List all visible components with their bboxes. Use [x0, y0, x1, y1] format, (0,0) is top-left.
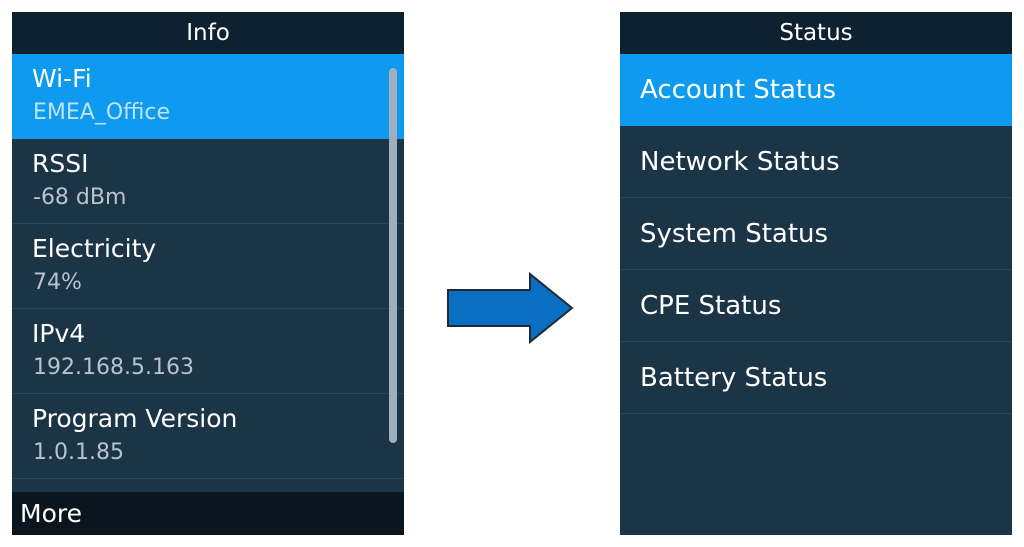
status-item-network[interactable]: Network Status [620, 126, 1012, 198]
softkey-bar: More [12, 492, 404, 535]
info-list: Wi-Fi EMEA_Office RSSI -68 dBm Electrici… [12, 54, 404, 479]
status-item-system[interactable]: System Status [620, 198, 1012, 270]
info-item-wifi[interactable]: Wi-Fi EMEA_Office [12, 54, 404, 139]
info-item-value: EMEA_Office [33, 100, 171, 125]
info-item-rssi[interactable]: RSSI -68 dBm [12, 139, 404, 224]
status-item-label: CPE Status [640, 291, 782, 321]
info-item-program-version[interactable]: Program Version 1.0.1.85 [12, 394, 404, 479]
info-item-value: 1.0.1.85 [33, 440, 124, 465]
status-item-label: Battery Status [640, 363, 828, 393]
info-item-label: Program Version [32, 404, 238, 433]
info-screen: Info Wi-Fi EMEA_Office RSSI -68 dBm Elec… [12, 12, 404, 535]
status-item-label: System Status [640, 219, 829, 249]
status-screen: Status Account Status Network Status Sys… [620, 12, 1012, 535]
info-item-electricity[interactable]: Electricity 74% [12, 224, 404, 309]
status-item-battery[interactable]: Battery Status [620, 342, 1012, 414]
info-item-value: 74% [33, 270, 82, 295]
right-arrow-icon [447, 272, 574, 344]
status-title: Status [620, 12, 1012, 54]
more-softkey[interactable]: More [20, 499, 82, 528]
info-item-ipv4[interactable]: IPv4 192.168.5.163 [12, 309, 404, 394]
info-title: Info [12, 12, 404, 54]
status-item-cpe[interactable]: CPE Status [620, 270, 1012, 342]
info-item-label: Wi-Fi [32, 64, 92, 93]
info-item-value: -68 dBm [33, 185, 127, 210]
info-item-label: Electricity [32, 234, 157, 263]
status-item-label: Account Status [640, 75, 837, 105]
info-item-value: 192.168.5.163 [33, 355, 194, 380]
status-item-account[interactable]: Account Status [620, 54, 1012, 126]
status-list: Account Status Network Status System Sta… [620, 54, 1012, 414]
info-item-label: RSSI [32, 149, 89, 178]
status-item-label: Network Status [640, 147, 840, 177]
info-item-label: IPv4 [32, 319, 86, 348]
info-scrollbar[interactable] [389, 68, 397, 443]
